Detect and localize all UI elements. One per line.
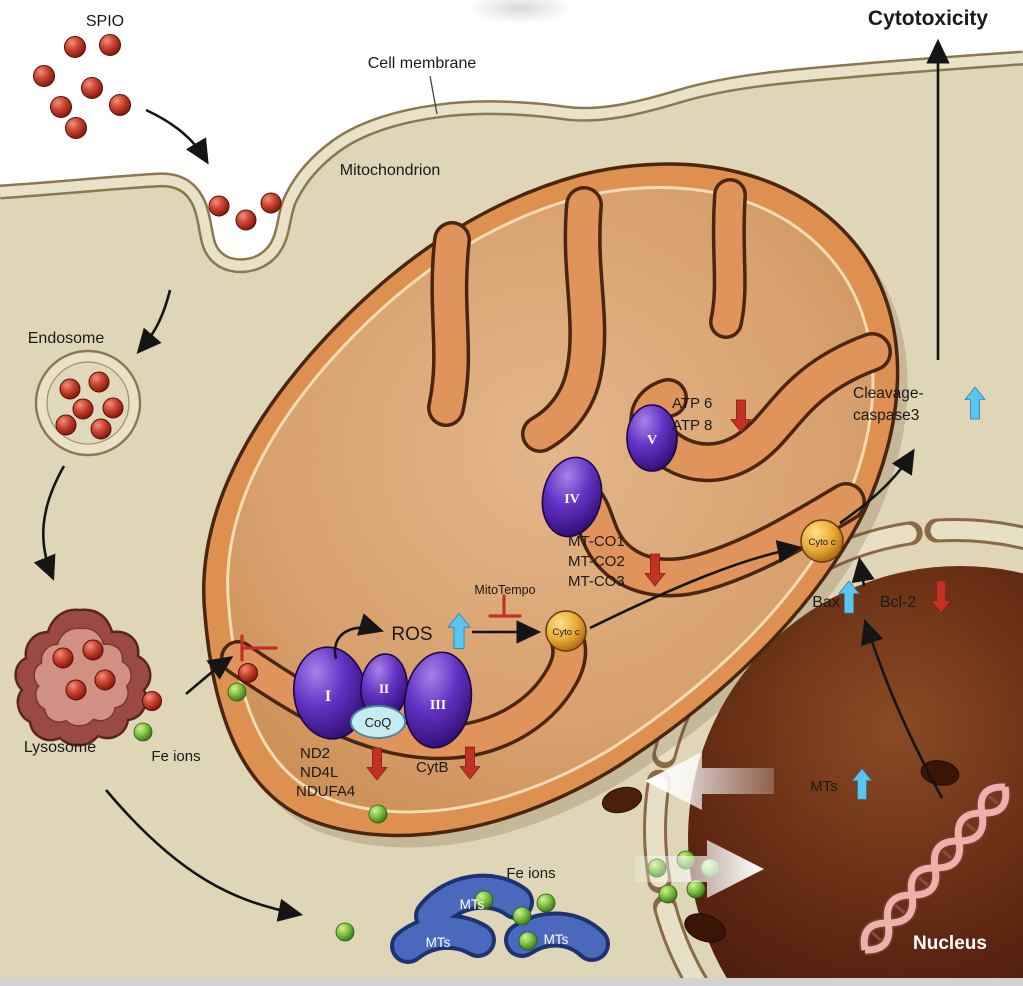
chromatin-oval [601,786,643,814]
label-complex-I: I [325,688,331,705]
label-mts-3: MTs [544,932,569,947]
label-mitotempo: MitoTempo [474,583,535,597]
label-complex-II: II [379,681,389,696]
label-complex-III: III [430,698,446,713]
arrow-ions-to-mitochondrion [185,656,234,695]
label-complex-V: V [647,433,657,448]
label-fe-ions-lysosome: Fe ions [151,748,200,765]
arrow-cytoc-to-caspase [839,448,915,525]
label-mtco1: MT-CO1 [568,533,625,550]
label-bcl2: Bcl-2 [880,594,917,611]
spio-particles-extracellular [33,34,131,139]
arrow-pit-to-endosome [136,289,172,354]
spio-particles-in-pit [208,192,282,231]
label-nucleus: Nucleus [913,933,987,954]
arrow-lysosome-to-mts [105,789,304,922]
mitochondrion-group [201,162,908,848]
label-mts-2: MTs [426,935,451,950]
flow-arrows [33,38,950,922]
label-nd2: ND2 [300,745,330,762]
label-atp8: ATP 8 [672,417,712,434]
lysosome-group [14,608,152,747]
label-fe-ions-mts: Fe ions [506,865,555,882]
fe-ion-in-matrix [368,804,388,824]
arrow-spio-endocytosis [145,108,209,165]
arrow-endosome-to-lysosome [33,465,66,581]
complex-IV-shape [541,456,603,538]
label-ros: ROS [391,624,432,645]
respiratory-complexes [292,404,678,749]
label-mtco2: MT-CO2 [568,553,625,570]
export-arrow-icon [645,752,774,810]
cell-membrane-pointer-line [429,75,438,115]
page-edge [0,978,1023,986]
label-mts-nucleus: MTs [810,778,838,795]
arrow-nucleus-to-bax [861,619,944,799]
spio-in-endosome [55,371,124,440]
label-spio: SPIO [86,13,124,30]
cell-membrane [0,53,1023,271]
label-cleavage-line2: caspase3 [853,407,919,424]
label-bax: Bax [812,594,840,611]
cytochrome-c-inner [545,610,587,652]
label-complex-IV: IV [564,492,580,507]
fe-ions-near-mts [335,890,556,951]
label-mtco3: MT-CO3 [568,573,625,590]
label-cytoc-outer: Cyto c [809,537,836,548]
extracellular-space [0,0,1023,266]
label-endosome: Endosome [28,330,105,347]
complex-III-shape [403,651,473,749]
scan-smudge [468,0,572,24]
text-labels: SPIO Cell membrane Mitochondrion Endosom… [24,7,989,954]
spio-in-lysosome [52,639,116,701]
complex-V-shape [626,404,678,472]
endosome-group [34,349,142,457]
arrow-complex-to-ros [333,613,384,660]
label-ndufa4: NDUFA4 [296,783,355,800]
label-mts-1: MTs [460,897,485,912]
mt-proteins-group [390,873,610,964]
released-ions [133,663,258,742]
label-cytotoxicity: Cytotoxicity [868,7,989,30]
label-coq: CoQ [365,715,392,730]
label-cleavage-line1: Cleavage- [853,385,924,402]
label-cytoc-inner: Cyto c [553,627,580,638]
import-arrow-icon [635,840,764,898]
label-atp6: ATP 6 [672,395,712,412]
arrow-cytoc-release [589,540,803,630]
arrow-bax-to-cytoc [851,556,875,587]
label-lysosome: Lysosome [24,739,96,756]
label-nd4l: ND4L [300,764,338,781]
inhibition-symbols [240,594,522,662]
label-mitochondrion: Mitochondrion [340,162,441,179]
dna-helix-icon [858,781,1012,956]
label-cytb: CytB [416,759,449,776]
chromatin-oval [684,913,726,943]
coq-shape [350,705,406,739]
label-cell-membrane: Cell membrane [368,55,477,72]
